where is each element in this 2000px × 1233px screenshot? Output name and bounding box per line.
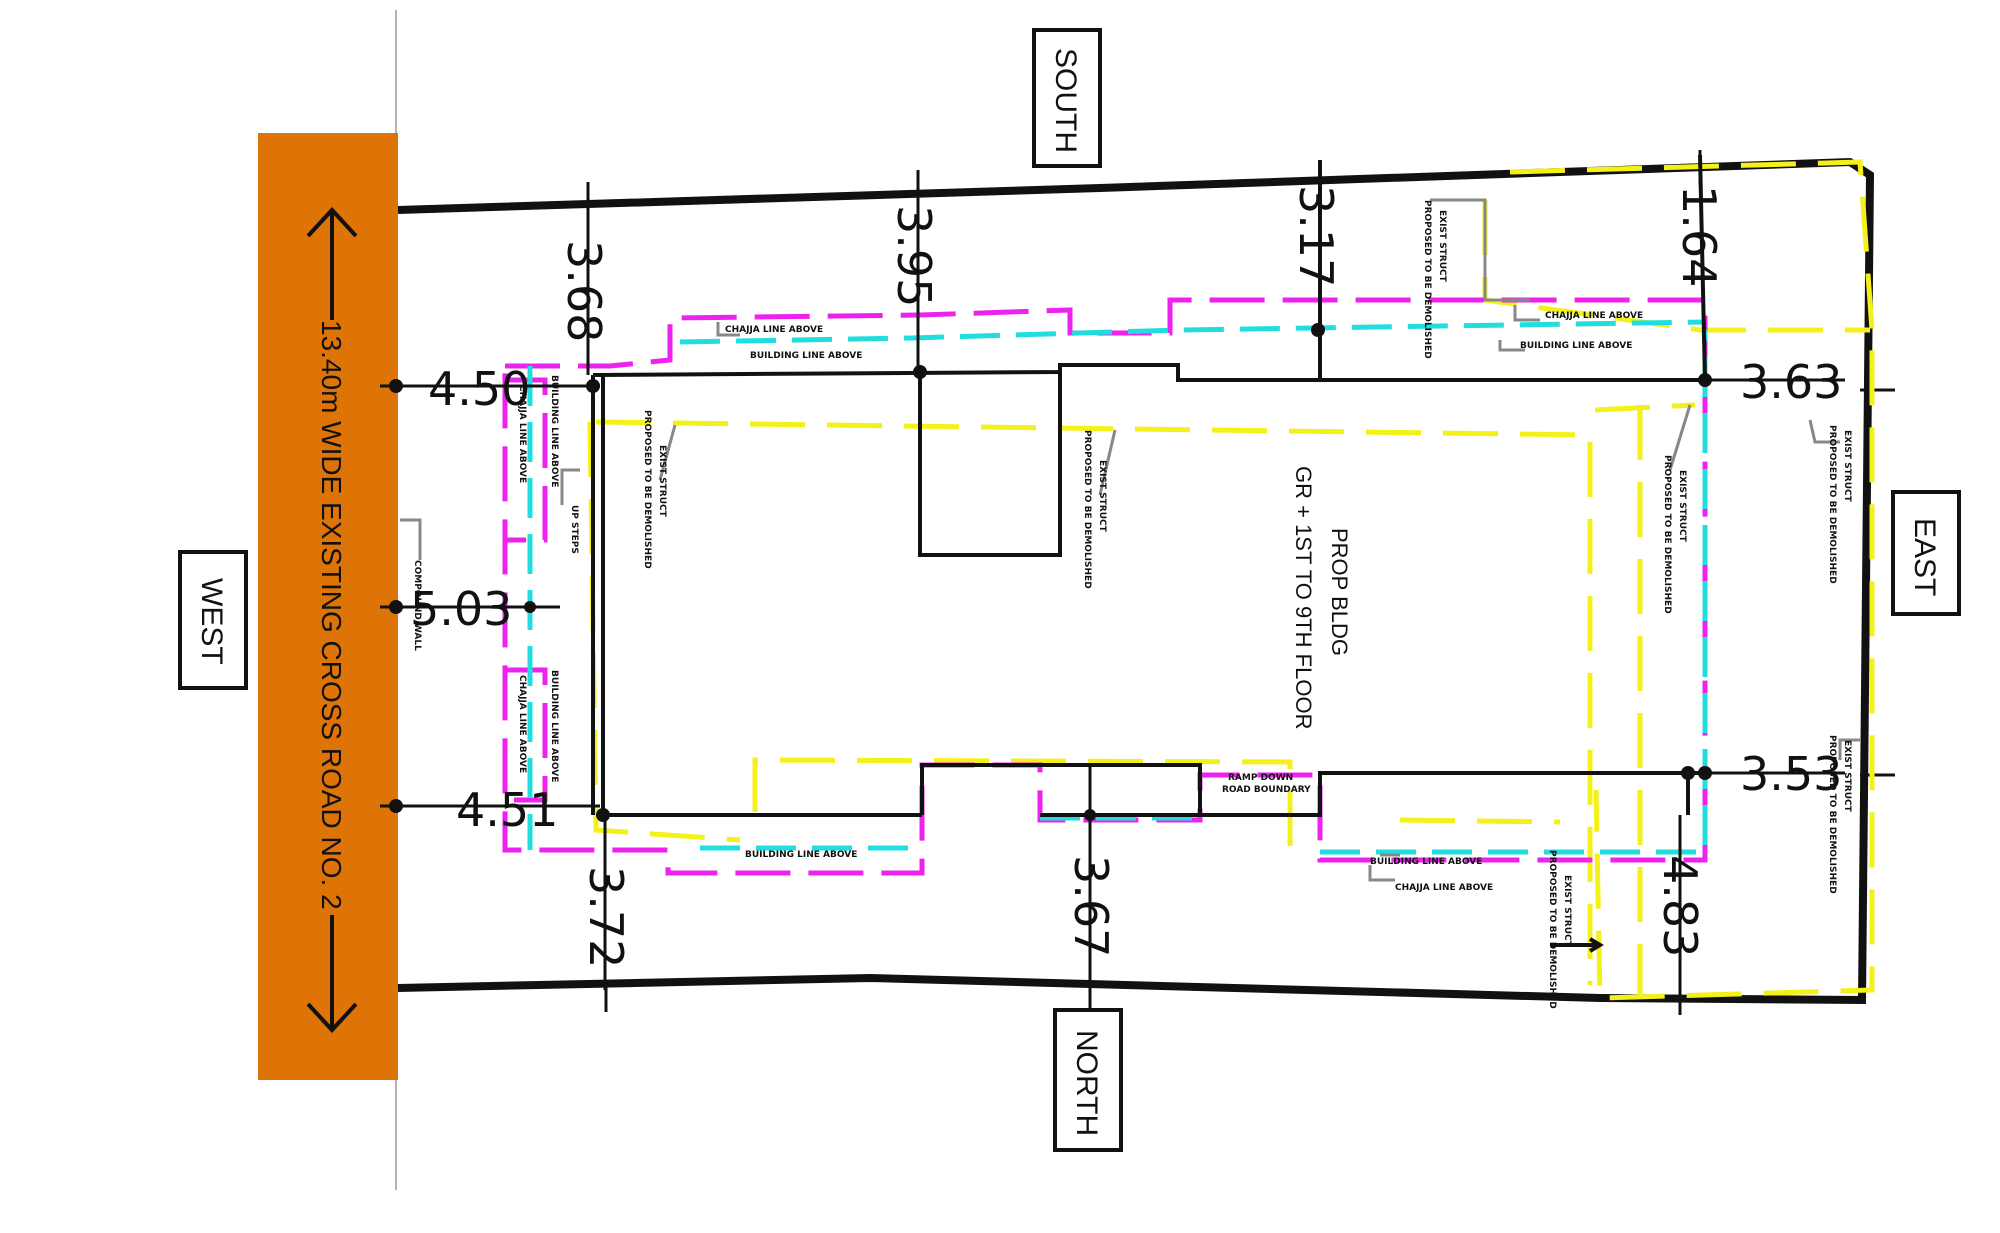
note-ramp: RAMP DOWN: [1228, 773, 1293, 783]
note-building-left-2: BUILDING LINE ABOVE: [549, 670, 559, 782]
note-exist-struct-5b: PROPOSED TO BE DEMOLISHED: [1082, 430, 1092, 589]
dim-1-64: 1.64: [1672, 185, 1726, 287]
note-exist-struct-4b: PROPOSED TO BE DEMOLISHED: [642, 410, 652, 569]
south-label-box: SOUTH: [1032, 28, 1102, 168]
road-band: [258, 133, 398, 1080]
svg-text:NORTH: NORTH: [1070, 1030, 1103, 1136]
note-chajja-bottom-2: CHAJJA LINE ABOVE: [1395, 883, 1493, 893]
note-chajja-top-2: CHAJJA LINE ABOVE: [1545, 311, 1643, 321]
note-exist-struct-7a: EXIST STRUCT: [1562, 875, 1572, 948]
note-building-top-1: BUILDING LINE ABOVE: [750, 351, 862, 361]
dim-4-83: 4.83: [1653, 855, 1707, 957]
dim-3-95: 3.95: [887, 205, 941, 307]
dim-3-17: 3.17: [1289, 185, 1343, 287]
plot-boundary: [397, 157, 1875, 1005]
note-exist-struct-1a: EXIST STRUCT: [1437, 210, 1447, 283]
note-exist-struct-3a: EXIST STRUCT: [1677, 470, 1687, 543]
building-outline: [591, 154, 1707, 953]
dimension-dots: [389, 323, 1712, 822]
note-exist-struct-6a: EXIST STRUCT: [1842, 740, 1852, 813]
magenta-building-lines: [502, 297, 1708, 876]
dimension-lines: [380, 170, 1845, 990]
note-building-bottom-2: BUILDING LINE ABOVE: [1370, 857, 1482, 867]
svg-text:EAST: EAST: [1908, 518, 1941, 596]
dim-3-53: 3.53: [1740, 747, 1842, 801]
building-label-line1: PROP BLDG: [1327, 528, 1352, 656]
dim-3-72: 3.72: [579, 866, 633, 968]
note-exist-struct-3b: PROPOSED TO BE DEMOLISHED: [1662, 455, 1672, 614]
dim-5-03: 5.03: [410, 582, 512, 636]
svg-text:SOUTH: SOUTH: [1049, 48, 1082, 153]
note-ramp-2: ROAD BOUNDARY: [1222, 785, 1311, 795]
building-label-line2: GR + 1ST TO 9TH FLOOR: [1291, 466, 1316, 729]
note-steps: UP STEPS: [569, 505, 579, 554]
note-exist-struct-2b: PROPOSED TO BE DEMOLISHED: [1827, 425, 1837, 584]
svg-text:WEST: WEST: [195, 578, 228, 665]
dim-4-51: 4.51: [456, 783, 558, 837]
road-label: 13.40m WIDE EXISTING CROSS ROAD NO. 2: [316, 320, 347, 910]
note-chajja-left-2: CHAJJA LINE ABOVE: [517, 675, 527, 773]
dim-3-63: 3.63: [1740, 355, 1842, 409]
north-label-box: NORTH: [1053, 1008, 1123, 1152]
road-arrow: [306, 207, 358, 1033]
note-chajja-top-1: CHAJJA LINE ABOVE: [725, 325, 823, 335]
note-exist-struct-7b: PROPOSED TO BE DEMOLISHED: [1547, 850, 1557, 1009]
note-chajja-left-1: CHAJJA LINE ABOVE: [517, 385, 527, 483]
dim-3-68: 3.68: [557, 240, 611, 342]
east-label-box: EAST: [1891, 490, 1961, 616]
note-leaders: [400, 198, 1860, 882]
note-compound-wall: COMPOUND WALL: [412, 560, 422, 651]
note-exist-struct-4a: EXIST STRUCT: [657, 445, 667, 518]
note-exist-struct-2a: EXIST STRUCT: [1842, 430, 1852, 503]
note-building-bottom-1: BUILDING LINE ABOVE: [745, 850, 857, 860]
note-exist-struct-6b: PROPOSED TO BE DEMOLISHED: [1827, 735, 1837, 894]
dim-3-67: 3.67: [1064, 855, 1118, 957]
note-exist-struct-5a: EXIST STRUCT: [1097, 460, 1107, 533]
note-building-left-1: BUILDING LINE ABOVE: [549, 375, 559, 487]
dim-4-50: 4.50: [428, 362, 530, 416]
yellow-setback-lines: [587, 159, 1875, 1001]
west-label-box: WEST: [178, 550, 248, 690]
note-exist-struct-1b: PROPOSED TO BE DEMOLISHED: [1422, 200, 1432, 359]
note-building-top-2: BUILDING LINE ABOVE: [1520, 341, 1632, 351]
